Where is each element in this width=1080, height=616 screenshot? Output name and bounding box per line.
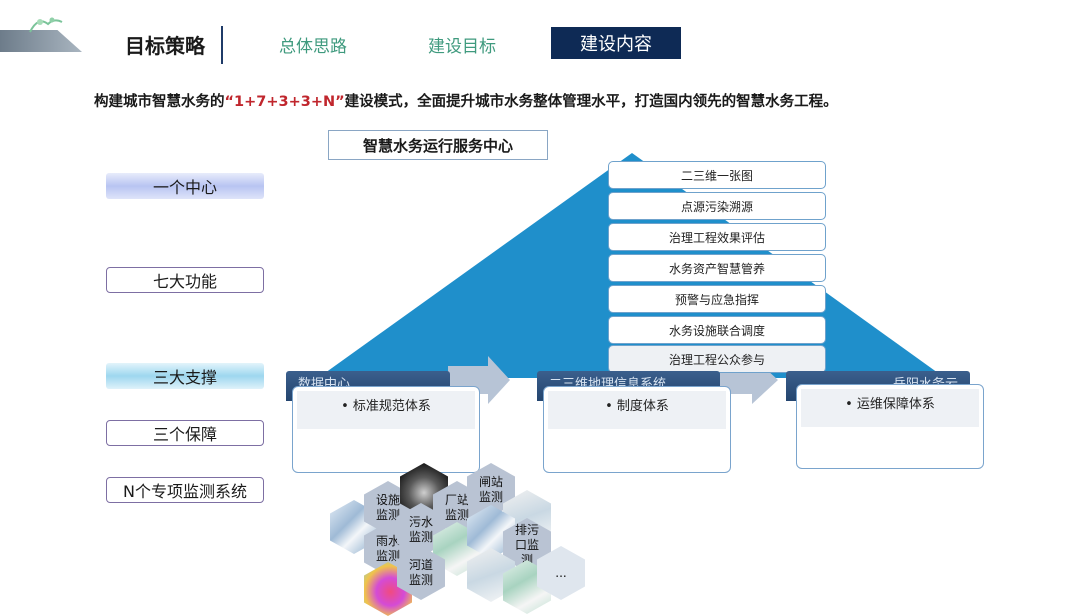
header-divider — [221, 26, 223, 64]
function-item: 治理工程效果评估 — [608, 223, 826, 251]
tab-construction-goals[interactable]: 建设目标 — [428, 37, 496, 57]
label-one-center: 一个中心 — [106, 173, 264, 199]
hex-river-monitoring: 河道 监测 — [397, 546, 445, 600]
label-three-guarantees: 三个保障 — [106, 420, 264, 446]
guarantee-label: • 标准规范体系 — [297, 391, 475, 429]
function-item: 水务资产智慧管养 — [608, 254, 826, 282]
label-seven-functions: 七大功能 — [106, 267, 264, 293]
guarantee-box: • 标准规范体系 — [292, 386, 480, 473]
function-item: 预警与应急指挥 — [608, 285, 826, 313]
function-item: 水务设施联合调度 — [608, 316, 826, 344]
intro-highlight: “1+7+3+3+N” — [224, 94, 345, 110]
function-item: 治理工程公众参与 — [608, 345, 826, 373]
intro-prefix: 构建城市智慧水务的 — [94, 94, 225, 110]
tab-construction-content[interactable]: 建设内容 — [551, 27, 681, 59]
tab-overall-idea[interactable]: 总体思路 — [279, 37, 347, 57]
leaf-logo-icon — [29, 17, 63, 33]
guarantee-box: • 制度体系 — [543, 386, 731, 473]
label-n-monitoring: N个专项监测系统 — [106, 477, 264, 503]
service-center-title: 智慧水务运行服务中心 — [328, 130, 548, 160]
intro-suffix: 建设模式，全面提升城市水务整体管理水平，打造国内领先的智慧水务工程。 — [344, 94, 838, 110]
logo-stripe — [0, 30, 82, 52]
guarantee-box: • 运维保障体系 — [796, 384, 984, 469]
hex-more: ... — [537, 546, 585, 600]
label-three-supports: 三大支撑 — [106, 363, 264, 389]
intro-text: 构建城市智慧水务的“1+7+3+3+N”建设模式，全面提升城市水务整体管理水平，… — [94, 90, 838, 111]
guarantee-label: • 制度体系 — [548, 391, 726, 429]
guarantee-label: • 运维保障体系 — [801, 389, 979, 427]
page-title: 目标策略 — [125, 34, 205, 58]
function-item: 二三维一张图 — [608, 161, 826, 189]
function-item: 点源污染溯源 — [608, 192, 826, 220]
